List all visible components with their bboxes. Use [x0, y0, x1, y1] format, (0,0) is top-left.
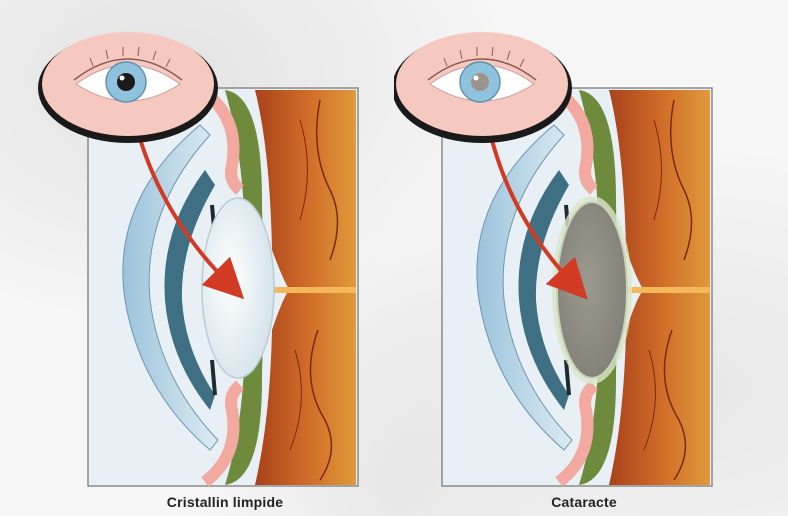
optic-line	[626, 287, 710, 293]
panel-clear-lens: Cristallin limpide	[0, 0, 394, 516]
inset-pupil	[471, 73, 489, 91]
eye-cross-section-clear	[0, 0, 394, 516]
panel-cataract: Cataracte	[394, 0, 788, 516]
eye-inset	[38, 32, 218, 143]
inset-pupil	[117, 73, 135, 91]
caption-clear-lens: Cristallin limpide	[75, 494, 375, 510]
eye-inset	[394, 32, 572, 143]
caption-cataract: Cataracte	[434, 494, 734, 510]
eye-cross-section-cataract	[394, 0, 788, 516]
optic-line	[272, 287, 356, 293]
lens	[202, 198, 274, 378]
cataract-lens	[557, 202, 627, 378]
